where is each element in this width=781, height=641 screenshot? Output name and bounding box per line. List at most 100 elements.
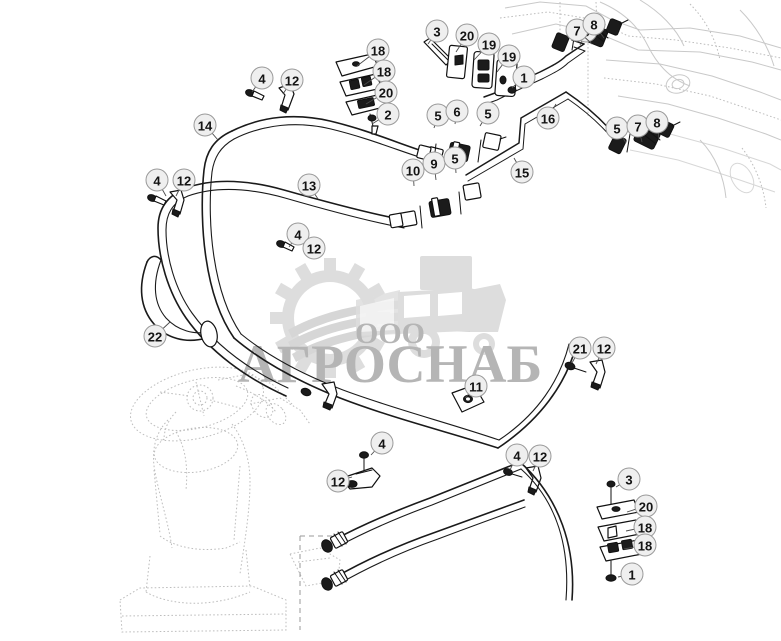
callout-circle[interactable] [250, 66, 274, 90]
callout-label: 6 [453, 105, 460, 120]
callout-14[interactable]: 14 [193, 113, 219, 141]
callout-4[interactable]: 4 [286, 222, 310, 248]
callout-4[interactable]: 4 [145, 168, 169, 197]
callout-circle[interactable] [455, 23, 479, 47]
callout-circle[interactable] [536, 106, 560, 130]
callout-circle[interactable] [302, 236, 326, 260]
callout-12[interactable]: 12 [302, 236, 326, 260]
callout-21[interactable]: 21 [568, 336, 592, 364]
callout-circle[interactable] [143, 324, 167, 348]
callout-13[interactable]: 13 [297, 173, 321, 200]
callout-circle[interactable] [286, 222, 310, 246]
callout-label: 20 [460, 29, 474, 44]
callout-label: 5 [484, 107, 491, 122]
callout-12[interactable]: 12 [172, 168, 196, 197]
callout-circle[interactable] [512, 65, 536, 89]
callout-circle[interactable] [592, 336, 616, 360]
callout-circle[interactable] [510, 160, 534, 184]
hose-end-fitting-b [321, 569, 349, 591]
callout-label: 18 [638, 521, 652, 536]
callout-circle[interactable] [297, 173, 321, 197]
callout-label: 8 [590, 18, 597, 33]
callout-12[interactable]: 12 [326, 469, 353, 493]
callout-circle[interactable] [497, 44, 521, 68]
callout-8[interactable]: 8 [582, 12, 606, 39]
callout-circle[interactable] [401, 158, 425, 182]
callout-label: 19 [482, 38, 496, 53]
callout-label: 4 [258, 72, 266, 87]
callout-circle[interactable] [582, 12, 606, 36]
callout-circle[interactable] [425, 19, 449, 43]
callout-circle[interactable] [366, 38, 390, 62]
callout-18[interactable]: 18 [363, 59, 396, 86]
callout-label: 9 [430, 157, 437, 172]
callout-16[interactable]: 16 [536, 103, 560, 130]
callout-circle[interactable] [620, 562, 644, 586]
callout-18[interactable]: 18 [625, 515, 657, 539]
callout-circle[interactable] [280, 68, 304, 92]
clamp-4-12-mid-left [300, 381, 338, 411]
callout-circle[interactable] [568, 336, 592, 360]
callout-19[interactable]: 19 [473, 32, 501, 61]
callout-6[interactable]: 6 [445, 99, 469, 125]
hose-13 [157, 180, 405, 397]
callout-label: 1 [628, 568, 635, 583]
callout-11[interactable]: 11 [464, 374, 488, 399]
callout-4[interactable]: 4 [370, 431, 394, 456]
callout-label: 20 [639, 500, 653, 515]
callout-circle[interactable] [633, 533, 657, 557]
callout-4[interactable]: 4 [505, 443, 529, 471]
callout-label: 7 [634, 120, 641, 135]
callout-20[interactable]: 20 [365, 80, 398, 105]
callout-circle[interactable] [376, 102, 400, 126]
callout-label: 14 [198, 119, 213, 134]
callout-8[interactable]: 8 [645, 110, 669, 140]
callout-18[interactable]: 18 [356, 38, 390, 67]
callout-circle[interactable] [445, 99, 469, 123]
callout-18[interactable]: 18 [623, 533, 657, 557]
callout-5[interactable]: 5 [443, 146, 467, 174]
callout-7[interactable]: 7 [626, 114, 650, 143]
callout-5[interactable]: 5 [426, 103, 450, 129]
callout-1[interactable]: 1 [617, 562, 644, 586]
callout-2[interactable]: 2 [371, 102, 400, 126]
callout-3[interactable]: 3 [425, 19, 449, 45]
callout-12[interactable]: 12 [280, 68, 304, 95]
callout-10[interactable]: 10 [401, 158, 425, 187]
callout-19[interactable]: 19 [496, 44, 521, 73]
callout-5[interactable]: 5 [605, 116, 629, 144]
callout-circle[interactable] [172, 168, 196, 192]
callout-label: 16 [541, 112, 555, 127]
callout-circle[interactable] [370, 431, 394, 455]
callout-circle[interactable] [193, 113, 217, 137]
watermark-line2: АГРОСНАБ [238, 334, 542, 394]
callout-circle[interactable] [326, 469, 350, 493]
callout-circle[interactable] [645, 110, 669, 134]
hose-right-descend [497, 343, 577, 601]
callout-20[interactable]: 20 [455, 23, 479, 53]
callout-label: 4 [153, 174, 161, 189]
callout-1[interactable]: 1 [511, 65, 536, 89]
callout-circle[interactable] [476, 101, 500, 125]
callout-12[interactable]: 12 [592, 336, 616, 365]
callout-circle[interactable] [477, 32, 501, 56]
callout-22[interactable]: 22 [143, 321, 171, 348]
callout-3[interactable]: 3 [615, 467, 641, 491]
callout-circle[interactable] [443, 146, 467, 170]
callout-5[interactable]: 5 [476, 101, 500, 127]
callout-circle[interactable] [145, 168, 169, 192]
callout-12[interactable]: 12 [528, 444, 552, 472]
callout-20[interactable]: 20 [626, 494, 658, 518]
callout-circle[interactable] [617, 467, 641, 491]
callout-15[interactable]: 15 [510, 157, 534, 184]
callout-circle[interactable] [505, 443, 529, 467]
callout-label: 15 [515, 166, 529, 181]
callout-label: 3 [433, 25, 440, 40]
callout-circle[interactable] [528, 444, 552, 468]
callout-circle[interactable] [464, 374, 488, 398]
callout-9[interactable]: 9 [422, 151, 446, 181]
callout-4[interactable]: 4 [250, 66, 274, 93]
